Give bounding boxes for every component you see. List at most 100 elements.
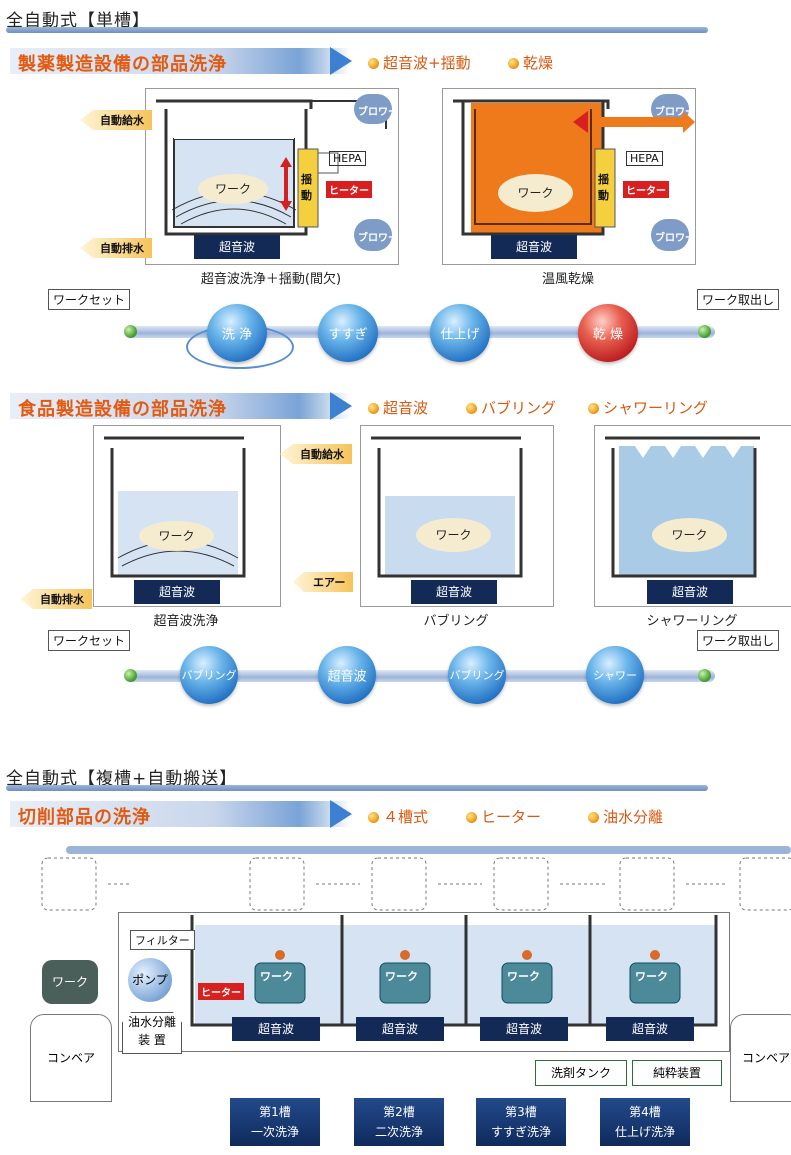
feature-item: 超音波 [368, 397, 428, 418]
pure-water-unit: 純粋装置 [632, 1060, 722, 1086]
banner-arrow-icon [330, 47, 352, 75]
work-on-conveyor: ワーク [42, 960, 98, 1004]
auto-supply-label: 自動給水 [280, 444, 352, 464]
pharma-banner-text: 製薬製造設備の部品洗浄 [18, 54, 227, 75]
diagram-ultrasonic-swing: ワーク 超音波 揺動 HEPA ヒーター ブロワー ブロワー [145, 88, 399, 265]
feature-item: 乾燥 [508, 52, 553, 73]
end-node-icon [698, 325, 711, 338]
step-wash: 洗 浄 [207, 304, 267, 362]
swing-label: 揺動 [598, 173, 609, 202]
bullet-icon [508, 58, 519, 69]
tank-3-label: 第3槽すすぎ洗浄 [476, 1098, 566, 1146]
feature-item: シャワーリング [588, 397, 708, 418]
work-piece: ワーク [652, 518, 727, 552]
diagram-showering: ワーク 超音波 [594, 425, 791, 607]
ultrasonic-unit: 超音波 [356, 1017, 444, 1041]
diagram-warm-air-dry: ワーク 超音波 揺動 HEPA ヒーター ブロワー ブロワー [442, 88, 696, 265]
flow-end-label: ワーク取出し [697, 289, 780, 310]
start-node-icon [124, 669, 137, 682]
heater: ヒーター [198, 983, 244, 1000]
pump-icon: ポンプ [128, 958, 172, 1002]
heater: ヒーター [623, 181, 669, 198]
bullet-icon [466, 812, 477, 823]
ultrasonic-unit: 超音波 [647, 580, 733, 604]
bullet-icon [588, 812, 599, 823]
diagram-ultrasonic-wash: ワーク 超音波 [93, 425, 281, 607]
ultrasonic-unit: 超音波 [232, 1017, 320, 1041]
pharma-banner: 製薬製造設備の部品洗浄 [10, 48, 350, 75]
ultrasonic-unit: 超音波 [491, 235, 577, 259]
bullet-icon [368, 812, 379, 823]
section-rule [6, 27, 708, 33]
feature-item: バブリング [466, 397, 556, 418]
cutting-parts-banner: 切削部品の洗浄 [10, 801, 350, 828]
work-piece: ワーク [635, 970, 668, 983]
feature-item: ４槽式 [368, 806, 428, 827]
filter-box: フィルター [130, 930, 195, 950]
work-piece: ワーク [416, 518, 491, 552]
work-piece: ワーク [139, 521, 214, 551]
ultrasonic-unit: 超音波 [606, 1017, 694, 1041]
hepa-filter: HEPA [329, 151, 366, 166]
cutting-banner-text: 切削部品の洗浄 [18, 807, 151, 828]
tank-illustration [605, 436, 760, 578]
auto-drain-label: 自動排水 [80, 238, 152, 258]
ultrasonic-unit: 超音波 [480, 1017, 568, 1041]
heater: ヒーター [326, 181, 372, 198]
step-bubbling: バブリング [180, 646, 238, 704]
blower-bottom: ブロワー [655, 233, 695, 244]
section-title-single-tank: 全自動式【単槽】 [6, 11, 150, 31]
start-node-icon [124, 325, 137, 338]
step-rinse: すすぎ [318, 304, 378, 362]
tank-illustration [371, 436, 523, 578]
flow-start-label: ワークセット [48, 630, 131, 651]
caption-ultrasonic-swing: 超音波洗浄＋揺動(間欠) [200, 272, 342, 287]
ultrasonic-unit: 超音波 [411, 580, 497, 604]
conveyor-right: コンベア [730, 1014, 791, 1102]
food-banner-text: 食品製造設備の部品洗浄 [18, 399, 227, 420]
bullet-icon [588, 403, 599, 414]
feature-item: 超音波+揺動 [368, 52, 471, 73]
banner-arrow-icon [330, 392, 352, 420]
tanks-illustration [190, 915, 718, 1027]
caption-warm-air-dry: 温風乾燥 [541, 272, 594, 287]
blower-bottom: ブロワー [358, 233, 398, 244]
step-shower: シャワー [586, 646, 644, 704]
work-piece: ワーク [498, 174, 573, 212]
auto-drain-label: 自動排水 [20, 589, 92, 609]
hepa-filter: HEPA [626, 151, 663, 166]
blower-top: ブロワー [655, 107, 695, 118]
detergent-tank: 洗剤タンク [535, 1060, 627, 1086]
flow-start-label: ワークセット [48, 289, 131, 310]
tank-4-label: 第4槽仕上げ洗浄 [600, 1098, 690, 1146]
ultrasonic-unit: 超音波 [134, 580, 220, 604]
step-dry: 乾 燥 [578, 304, 638, 362]
step-ultrasonic: 超音波 [318, 646, 376, 704]
section-rule [6, 785, 708, 791]
blower-top: ブロワー [358, 107, 398, 118]
end-node-icon [698, 669, 711, 682]
flow-end-label: ワーク取出し [697, 630, 780, 651]
bullet-icon [368, 403, 379, 414]
bullet-icon [368, 58, 379, 69]
feature-item: 油水分離 [588, 806, 663, 827]
food-banner: 食品製造設備の部品洗浄 [10, 393, 350, 420]
tank-illustration [104, 436, 246, 578]
work-piece: ワーク [385, 970, 418, 983]
banner-arrow-icon [330, 800, 352, 828]
work-piece: ワーク [198, 174, 268, 204]
conveyor-left: コンベア [30, 1014, 112, 1102]
work-piece: ワーク [260, 970, 293, 983]
process-pipe [125, 670, 715, 682]
tank-1-label: 第1槽一次洗浄 [230, 1098, 320, 1146]
diagram-bubbling: ワーク 超音波 [360, 425, 554, 607]
step-bubbling: バブリング [448, 646, 506, 704]
step-finish: 仕上げ [430, 304, 490, 362]
swing-label: 揺動 [301, 173, 312, 202]
caption-bubbling: バブリング [423, 614, 489, 629]
auto-supply-label: 自動給水 [80, 110, 152, 130]
bullet-icon [466, 403, 477, 414]
work-piece: ワーク [507, 970, 540, 983]
feature-item: ヒーター [466, 806, 541, 827]
oil-separator: 油水分離 装 置 [122, 1012, 182, 1054]
